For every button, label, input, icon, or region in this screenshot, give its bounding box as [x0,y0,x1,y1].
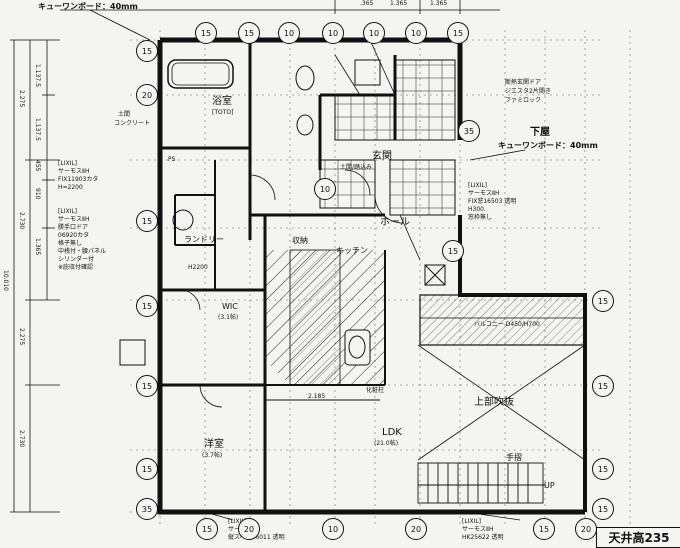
up-label: UP [544,481,555,490]
room-storage: 収納 [292,236,308,245]
dim-2730b: 2.730 [18,430,25,448]
room-hall: ホール [380,217,410,228]
grid-bubble: 15 [136,295,158,317]
room-kitchen: キッチン [336,246,368,255]
dim-2730a: 2.730 [18,212,25,230]
grid-bubble: 20 [405,518,427,540]
balcony-label: バルコニー D450/H700 [474,321,540,328]
right-note-board: キューワンボード：40mm [498,141,598,150]
room-youshitsu-size: (3.7帖) [202,452,223,459]
top-dim-2: 1.365 [390,0,408,7]
dimension-lines [10,0,500,513]
grid-bubble: 15 [592,290,614,312]
room-wic: WIC [222,302,238,311]
entrance-door-note: 断熱玄関ドアジエスタ2片開き ファミロック [505,79,551,104]
pillar-label: 化粧柱 [366,387,385,394]
room-laundry: ランドリー [184,235,224,244]
top-note: キューワンボード：40mm [38,2,138,11]
grid-bubble: 15 [195,22,217,44]
dim-1137a: 1.137.5 [34,64,41,87]
grid-bubble: 20 [136,84,158,106]
tesuri-label: 手摺 [506,453,522,462]
grid-bubble: 10 [278,22,300,44]
doma-label: 土間 [118,111,131,118]
top-dim-3: 1.365 [430,0,448,7]
dim-total: 10.010 [2,270,9,291]
dim-1365: 1.365 [34,238,41,256]
grid-bubble: 15 [592,498,614,520]
grid-bubble: 10 [322,22,344,44]
grid-bubble: 35 [458,120,480,142]
grid-bubble: 15 [447,22,469,44]
dim-1137b: 1.137.5 [34,118,41,141]
grid-bubble: 20 [575,518,597,540]
top-dim-1: .365 [360,0,374,7]
bath-maker: [TOTO] [212,109,234,116]
window-note-bottom2: [LIXIL]サーモスⅡH HK25622 透明 [462,518,504,541]
grid-bubble: 15 [238,22,260,44]
dim-2275a: 2.275 [18,90,25,108]
grid-bubble: 10 [363,22,385,44]
fukinuki-label: 上部吹抜 [474,397,514,408]
room-wic-size: (3.1帖) [218,314,239,321]
grid-bubble: 15 [533,518,555,540]
genkan-floor-label: 土間/踏込み [340,164,373,171]
grid-bubble: 10 [322,518,344,540]
dim-2185: 2.185 [308,393,326,400]
grid-bubble: 15 [136,210,158,232]
room-genkan: 玄関 [372,151,392,162]
h2200-label: H2200 [188,264,208,271]
walls [157,37,587,515]
room-ldk-size: (21.0帖) [374,440,399,447]
grid-bubble: 15 [136,458,158,480]
dim-455: 455 [34,160,41,172]
grid-bubble: 15 [592,458,614,480]
grid-bubble: 15 [136,375,158,397]
grid-bubble: 15 [196,518,218,540]
grid-bubble: 10 [314,178,336,200]
grid-bubble: 15 [592,375,614,397]
ps-label: PS [168,156,176,163]
grid-bubble: 10 [405,22,427,44]
grid-bubble: 15 [136,40,158,62]
dim-910: 910 [34,188,41,200]
ceiling-height-label: 天井高235 [596,527,680,548]
doma-sub: コンクリート [114,120,151,127]
grid-bubble: 35 [136,498,158,520]
room-ldk: LDK [382,427,402,438]
right-note-floor: 下屋 [530,127,550,138]
room-bath: 浴室 [212,96,232,107]
grid-bubble: 20 [238,518,260,540]
room-youshitsu: 洋室 [204,439,224,450]
dim-2275b: 2.275 [18,328,25,346]
grid-bubble: 15 [442,240,464,262]
